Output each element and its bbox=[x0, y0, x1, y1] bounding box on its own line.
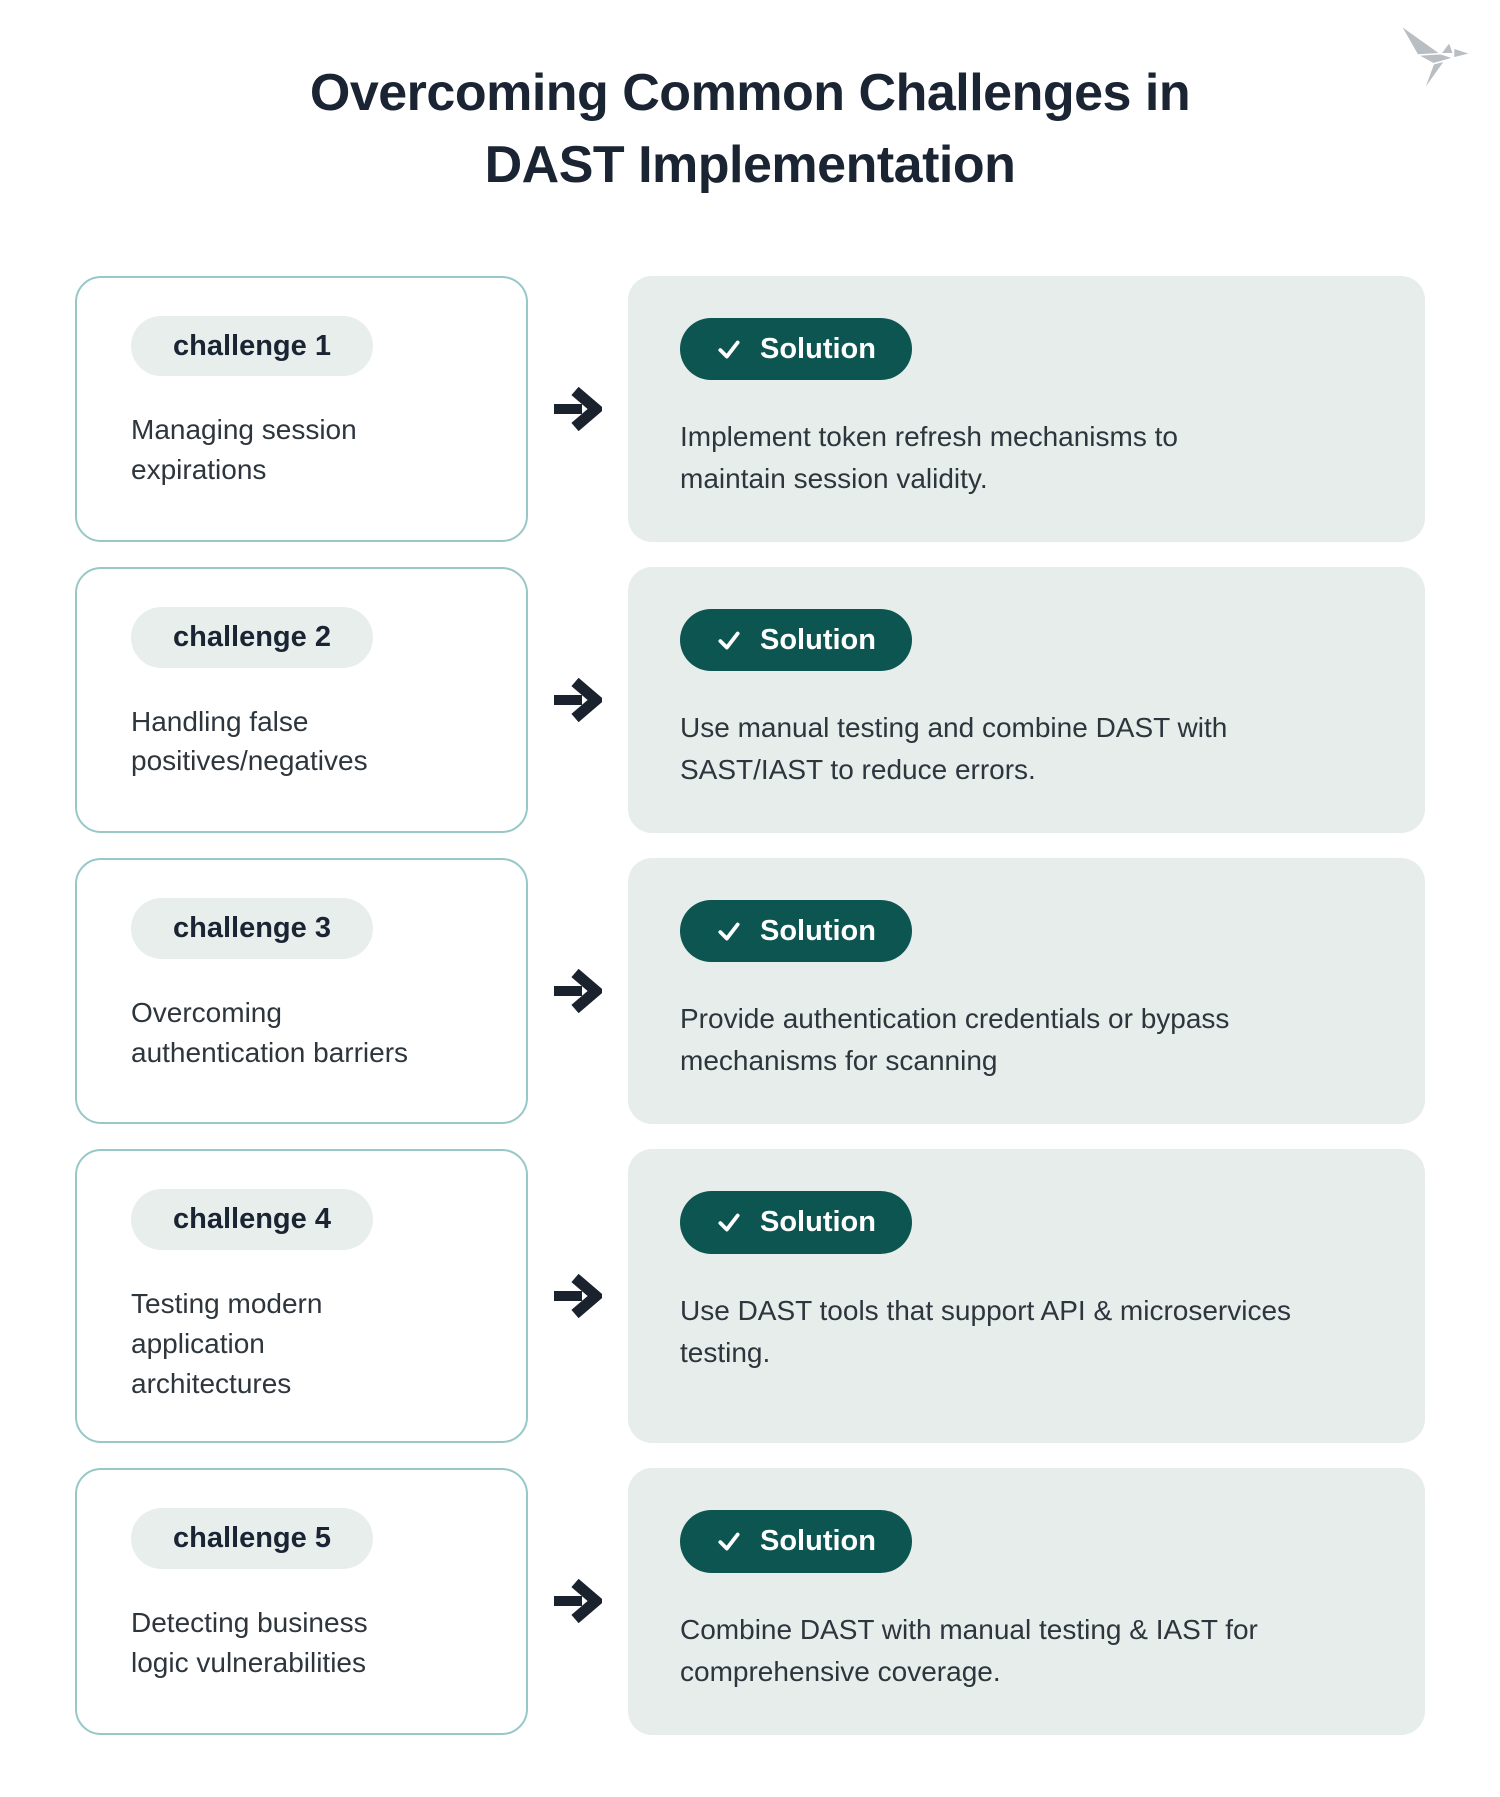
solution-text: Combine DAST with manual testing & IAST … bbox=[680, 1613, 1258, 1687]
challenge-text: Handling false positives/negatives bbox=[131, 705, 368, 777]
solution-badge-label: Solution bbox=[760, 1525, 876, 1558]
solution-badge: Solution bbox=[680, 900, 912, 963]
challenge-row: challenge 4 Testing modern application a… bbox=[75, 1149, 1425, 1444]
arrow-cell bbox=[528, 567, 628, 833]
solution-text: Use DAST tools that support API & micros… bbox=[680, 1294, 1292, 1368]
check-icon bbox=[718, 1213, 740, 1232]
challenge-badge: challenge 5 bbox=[131, 1508, 373, 1570]
challenge-card: challenge 5 Detecting business logic vul… bbox=[75, 1468, 528, 1735]
page-title: Overcoming Common Challenges in DAST Imp… bbox=[309, 64, 1191, 194]
solution-badge-label: Solution bbox=[760, 915, 876, 947]
solution-text: Provide authentication credentials or by… bbox=[680, 1003, 1230, 1077]
arrow-cell bbox=[528, 858, 628, 1124]
arrow-right-icon bbox=[554, 1274, 602, 1319]
solution-card: Solution Use manual testing and combine … bbox=[628, 566, 1425, 833]
check-icon bbox=[718, 922, 740, 941]
challenge-badge: challenge 3 bbox=[131, 898, 373, 959]
challenge-badge: challenge 2 bbox=[131, 606, 373, 668]
solution-badge: Solution bbox=[680, 1510, 912, 1573]
solution-card: Solution Implement token refresh mechani… bbox=[628, 275, 1425, 542]
arrow-cell bbox=[528, 1149, 628, 1443]
solution-card: Solution Combine DAST with manual testin… bbox=[628, 1468, 1425, 1735]
arrow-right-icon bbox=[554, 386, 602, 431]
challenge-solution-list: challenge 1 Managing session expirations… bbox=[0, 275, 1500, 1735]
arrow-cell bbox=[528, 276, 628, 542]
challenge-card: challenge 3 Overcoming authentication ba… bbox=[75, 858, 528, 1125]
origami-bird-logo-icon bbox=[1399, 24, 1472, 92]
check-icon bbox=[718, 340, 740, 359]
solution-badge-label: Solution bbox=[760, 623, 876, 656]
arrow-right-icon bbox=[554, 969, 602, 1014]
challenge-text: Managing session expirations bbox=[131, 414, 357, 486]
solution-badge-label: Solution bbox=[760, 332, 876, 365]
challenge-badge: challenge 4 bbox=[131, 1189, 373, 1251]
challenge-row: challenge 1 Managing session expirations… bbox=[75, 275, 1425, 542]
challenge-card: challenge 2 Handling false positives/neg… bbox=[75, 566, 528, 833]
arrow-right-icon bbox=[554, 1579, 602, 1624]
solution-card: Solution Provide authentication credenti… bbox=[628, 858, 1425, 1125]
solution-badge: Solution bbox=[680, 608, 912, 671]
solution-text: Use manual testing and combine DAST with… bbox=[680, 712, 1228, 785]
arrow-right-icon bbox=[554, 677, 602, 722]
challenge-card: challenge 1 Managing session expirations bbox=[75, 275, 528, 542]
solution-text: Implement token refresh mechanisms to ma… bbox=[680, 420, 1178, 494]
challenge-card: challenge 4 Testing modern application a… bbox=[75, 1149, 528, 1444]
solution-badge: Solution bbox=[680, 317, 912, 380]
challenge-text: Testing modern application architectures bbox=[131, 1288, 323, 1399]
challenge-row: challenge 2 Handling false positives/neg… bbox=[75, 566, 1425, 833]
challenge-text: Detecting business logic vulnerabilities bbox=[131, 1607, 368, 1678]
challenge-row: challenge 5 Detecting business logic vul… bbox=[75, 1468, 1425, 1735]
challenge-badge: challenge 1 bbox=[131, 315, 373, 377]
solution-badge-label: Solution bbox=[760, 1206, 876, 1239]
challenge-row: challenge 3 Overcoming authentication ba… bbox=[75, 858, 1425, 1125]
check-icon bbox=[718, 631, 740, 650]
challenge-text: Overcoming authentication barriers bbox=[131, 996, 409, 1068]
solution-badge: Solution bbox=[680, 1191, 912, 1254]
solution-card: Solution Use DAST tools that support API… bbox=[628, 1149, 1425, 1444]
arrow-cell bbox=[528, 1468, 628, 1734]
check-icon bbox=[718, 1533, 740, 1551]
